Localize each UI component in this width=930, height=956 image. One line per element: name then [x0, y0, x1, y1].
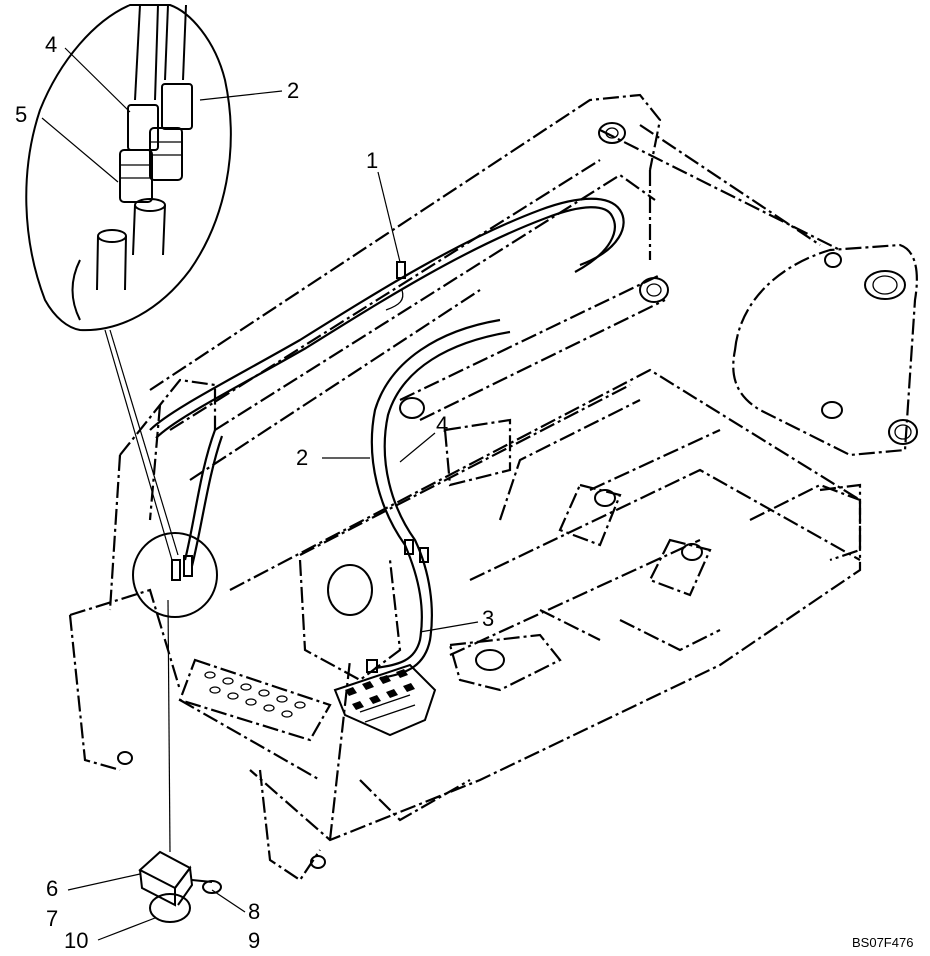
callout-4: 4 [436, 412, 449, 437]
callout-2-detail: 2 [287, 78, 300, 103]
detail-leader-line [104, 329, 173, 561]
callout-9: 9 [248, 928, 261, 953]
callout-8: 8 [248, 899, 261, 924]
callout-4-detail: 4 [45, 32, 58, 57]
callout-1: 1 [366, 148, 379, 173]
callout-leaders [41, 47, 479, 941]
callout-6: 6 [46, 876, 59, 901]
callout-3: 3 [482, 606, 495, 631]
callout-5: 5 [15, 102, 28, 127]
callout-2: 2 [296, 445, 309, 470]
loader-arm [108, 93, 841, 611]
callout-10: 10 [64, 928, 89, 953]
hydraulic-hoses [149, 197, 625, 680]
drawing-code: BS07F476 [852, 935, 914, 950]
control-valve [333, 663, 437, 737]
hose-clamp [138, 599, 222, 923]
detail-circle-small [132, 532, 218, 618]
callout-7: 7 [46, 906, 59, 931]
quick-attach-plate [732, 243, 918, 457]
detail-magnifier [25, 4, 232, 332]
main-frame [68, 368, 862, 882]
